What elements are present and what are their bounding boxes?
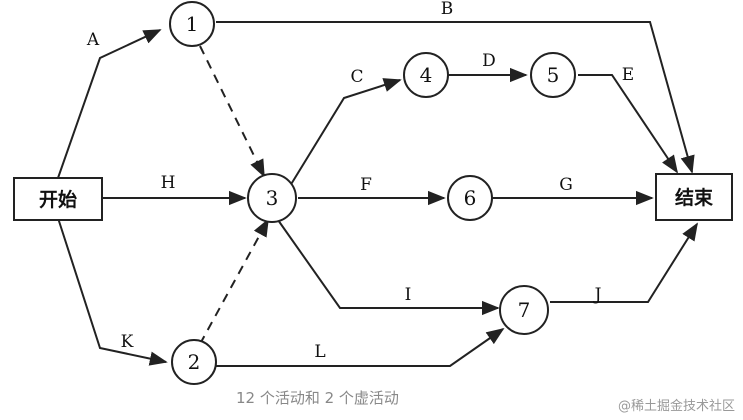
node-5: 5 [530,52,576,98]
edge-label-J: J [593,285,602,305]
node-4: 4 [403,52,449,98]
edge-B [216,21,695,174]
node-2: 2 [171,339,217,385]
edge-C [289,78,402,187]
edge-label-H: H [161,173,176,193]
node-start: 开始 [13,177,103,221]
edge-dummy-1-3 [199,45,265,178]
edge-J [550,222,698,303]
edge-label-A: A [86,30,100,50]
node-4-label: 4 [420,63,433,87]
edge-K [57,217,168,366]
edge-label-K: K [121,332,134,352]
watermark-text: @稀土掘金技术社区 [618,398,735,414]
node-7: 7 [499,285,549,335]
diagram-caption: 12 个活动和 2 个虚活动 [236,389,399,407]
edge-label-L: L [314,342,325,362]
edge-L [216,327,505,367]
edge-label-C: C [350,67,363,87]
edge-label-E: E [622,65,634,85]
edge-A [57,29,162,179]
node-start-label: 开始 [39,188,77,211]
node-end-label: 结束 [675,186,714,209]
edge-I [277,219,500,316]
nodes: 开始 1 2 3 4 5 6 [13,1,733,385]
node-6: 6 [447,175,493,221]
node-1-label: 1 [186,12,199,36]
edges [57,21,698,367]
edge-label-B: B [441,0,454,19]
edge-label-D: D [482,51,496,71]
node-7-label: 7 [518,298,531,322]
edge-E [578,74,679,174]
node-5-label: 5 [547,63,560,87]
node-6-label: 6 [464,186,477,210]
node-end: 结束 [655,173,733,221]
node-1: 1 [169,1,215,47]
edge-label-F: F [360,175,372,195]
edge-labels: A B H K L C D E F G I J [86,0,634,362]
node-3-label: 3 [266,186,279,210]
node-2-label: 2 [188,350,201,374]
edge-dummy-2-3 [199,218,269,345]
edge-label-G: G [559,175,573,195]
edge-label-I: I [405,285,412,305]
node-3: 3 [247,173,297,223]
